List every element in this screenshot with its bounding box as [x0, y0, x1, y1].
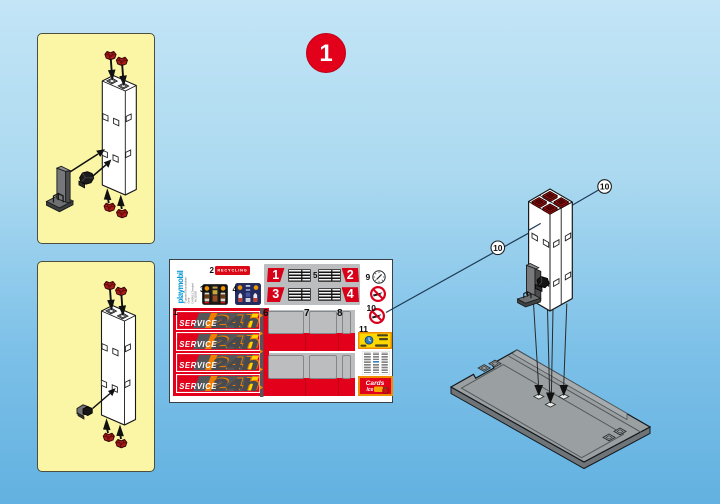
svg-text:Cards: Cards: [365, 380, 384, 387]
svg-text:Ice: Ice: [366, 387, 373, 393]
